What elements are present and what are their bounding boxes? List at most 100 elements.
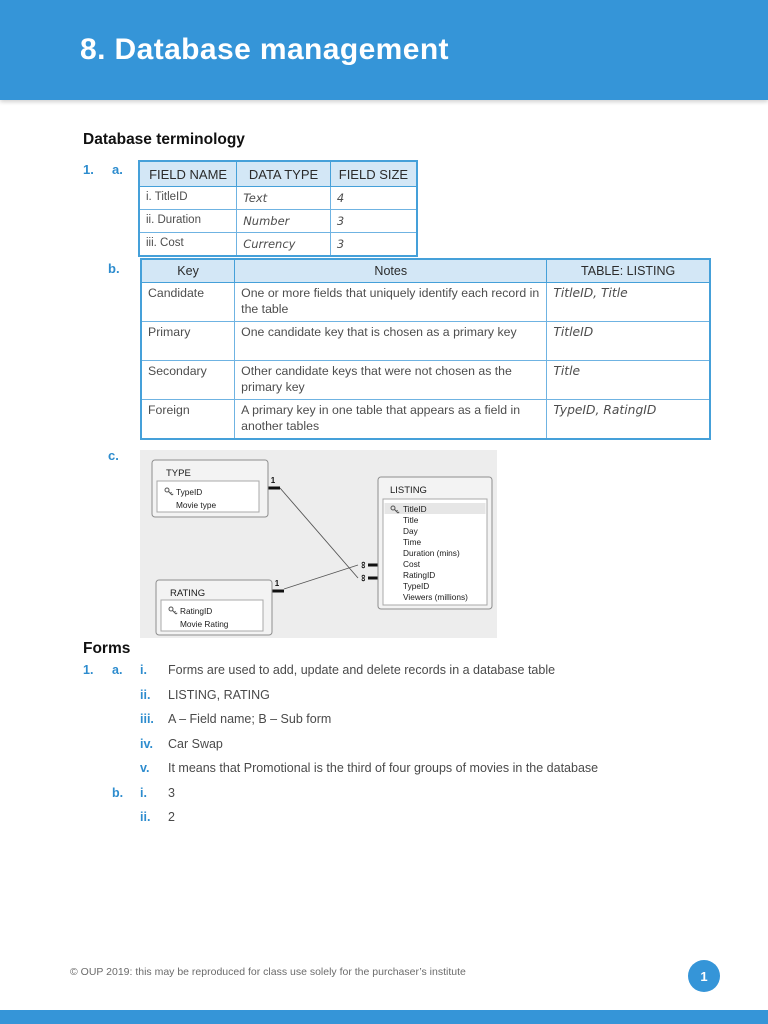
column-header: DATA TYPE bbox=[236, 160, 331, 187]
table-row: Foreign A primary key in one table that … bbox=[140, 399, 711, 440]
field-name-cell: iii. Cost bbox=[138, 232, 238, 257]
column-header: FIELD NAME bbox=[138, 160, 238, 187]
field-size-cell: 3 bbox=[329, 209, 418, 233]
question-number: 1. bbox=[83, 663, 94, 677]
table-row: ii. Duration Number 3 bbox=[138, 209, 418, 233]
answer-text: Car Swap bbox=[168, 736, 223, 751]
field-label: Duration (mins) bbox=[403, 548, 460, 558]
column-header: FIELD SIZE bbox=[329, 160, 418, 187]
field-label: Movie Rating bbox=[180, 619, 229, 629]
answer-letter: a. bbox=[112, 663, 123, 677]
primary-key-field: TitleID bbox=[403, 504, 427, 514]
relationship-diagram: 1 1 ∞ ∞ TYPE TypeID Movie type RATING bbox=[140, 450, 497, 638]
answer-text: 3 bbox=[168, 785, 175, 800]
page-title: 8. Database management bbox=[80, 33, 449, 66]
field-label: Movie type bbox=[176, 500, 217, 510]
primary-key-field: TypeID bbox=[176, 487, 202, 497]
diagram-table-title: TYPE bbox=[166, 468, 191, 479]
notes-cell: Other candidate keys that were not chose… bbox=[234, 360, 548, 400]
copyright-notice: © OUP 2019: this may be reproduced for c… bbox=[70, 966, 466, 978]
footer-bar bbox=[0, 1010, 768, 1024]
roman-numeral: iii. bbox=[140, 712, 154, 726]
table-header-row: FIELD NAME DATA TYPE FIELD SIZE bbox=[138, 160, 418, 187]
key-icon bbox=[168, 606, 178, 615]
key-cell: Foreign bbox=[140, 399, 236, 440]
answer-letter-a: a. bbox=[112, 162, 123, 177]
field-label: Viewers (millions) bbox=[403, 592, 468, 602]
notes-cell: A primary key in one table that appears … bbox=[234, 399, 548, 440]
answer-text: 2 bbox=[168, 810, 175, 824]
key-cell: Secondary bbox=[140, 360, 236, 400]
answer-letter-b: b. bbox=[108, 261, 120, 276]
question-number: 1. bbox=[83, 162, 94, 177]
data-type-cell: Number bbox=[236, 209, 331, 233]
answer-row: 1. a. i. Forms are used to add, update a… bbox=[83, 664, 703, 677]
diagram-table-rating: RATING RatingID Movie Rating bbox=[155, 579, 273, 636]
diagram-table-title: LISTING bbox=[390, 485, 427, 496]
column-header: Key bbox=[140, 258, 236, 283]
key-icon bbox=[390, 505, 400, 514]
data-type-cell: Currency bbox=[236, 232, 331, 257]
field-name-cell: i. TitleID bbox=[138, 186, 238, 210]
diagram-table-listing: LISTING TitleID Title Day Time Duration … bbox=[377, 476, 493, 610]
field-name-cell: ii. Duration bbox=[138, 209, 238, 233]
column-header: TABLE: LISTING bbox=[546, 258, 711, 283]
answer-text: It means that Promotional is the third o… bbox=[168, 761, 599, 775]
key-cell: Candidate bbox=[140, 282, 236, 322]
listing-cell: TitleID, Title bbox=[546, 282, 711, 322]
table-row: i. TitleID Text 4 bbox=[138, 186, 418, 210]
roman-numeral: ii. bbox=[140, 810, 151, 824]
field-label: Title bbox=[403, 515, 419, 525]
one-marker: 1 bbox=[271, 476, 276, 485]
roman-numeral: v. bbox=[140, 761, 150, 775]
answer-row: b. i. 3 bbox=[83, 785, 703, 800]
roman-numeral: i. bbox=[140, 663, 147, 677]
notes-cell: One candidate key that is chosen as a pr… bbox=[234, 321, 548, 361]
table-row: Candidate One or more fields that unique… bbox=[140, 282, 711, 322]
relationship-line-type-listing bbox=[279, 487, 359, 579]
field-size-cell: 4 bbox=[329, 186, 418, 210]
key-types-table: Key Notes TABLE: LISTING Candidate One o… bbox=[140, 258, 711, 440]
field-label: Day bbox=[403, 526, 419, 536]
key-icon bbox=[164, 487, 174, 496]
roman-numeral: iv. bbox=[140, 736, 153, 751]
forms-answer-list: 1. a. i. Forms are used to add, update a… bbox=[83, 664, 703, 836]
roman-numeral: ii. bbox=[140, 687, 151, 702]
table-row: Primary One candidate key that is chosen… bbox=[140, 321, 711, 361]
data-type-cell: Text bbox=[236, 186, 331, 210]
listing-cell: TitleID bbox=[546, 321, 711, 361]
relationship-line-rating-listing bbox=[283, 564, 359, 590]
column-header: Notes bbox=[234, 258, 548, 283]
answer-row: v. It means that Promotional is the thir… bbox=[83, 762, 703, 775]
answer-row: ii. 2 bbox=[83, 811, 703, 824]
field-label: TypeID bbox=[403, 581, 429, 591]
listing-cell: Title bbox=[546, 360, 711, 400]
diagram-table-type: TYPE TypeID Movie type bbox=[151, 459, 269, 518]
answer-row: ii. LISTING, RATING bbox=[83, 687, 703, 702]
many-marker: ∞ bbox=[358, 561, 369, 568]
field-label: Cost bbox=[403, 559, 421, 569]
key-cell: Primary bbox=[140, 321, 236, 361]
page-number-badge: 1 bbox=[688, 960, 720, 992]
notes-cell: One or more fields that uniquely identif… bbox=[234, 282, 548, 322]
answer-letter-c: c. bbox=[108, 448, 119, 463]
answer-row: iv. Car Swap bbox=[83, 736, 703, 751]
table-row: iii. Cost Currency 3 bbox=[138, 232, 418, 257]
many-marker: ∞ bbox=[358, 574, 369, 581]
answer-text: Forms are used to add, update and delete… bbox=[168, 663, 556, 677]
answer-row: iii. A – Field name; B – Sub form bbox=[83, 713, 703, 726]
field-size-cell: 3 bbox=[329, 232, 418, 257]
field-definition-table: FIELD NAME DATA TYPE FIELD SIZE i. Title… bbox=[138, 160, 418, 257]
diagram-table-title: RATING bbox=[170, 588, 205, 599]
roman-numeral: i. bbox=[140, 785, 147, 800]
table-row: Secondary Other candidate keys that were… bbox=[140, 360, 711, 400]
selected-field-highlight bbox=[384, 503, 486, 514]
answer-text: A – Field name; B – Sub form bbox=[168, 712, 332, 726]
one-marker: 1 bbox=[275, 579, 280, 588]
chapter-banner: 8. Database management bbox=[0, 0, 768, 100]
table-header-row: Key Notes TABLE: LISTING bbox=[140, 258, 711, 283]
listing-cell: TypeID, RatingID bbox=[546, 399, 711, 440]
field-label: RatingID bbox=[403, 570, 435, 580]
primary-key-field: RatingID bbox=[180, 606, 212, 616]
answer-text: LISTING, RATING bbox=[168, 687, 270, 702]
